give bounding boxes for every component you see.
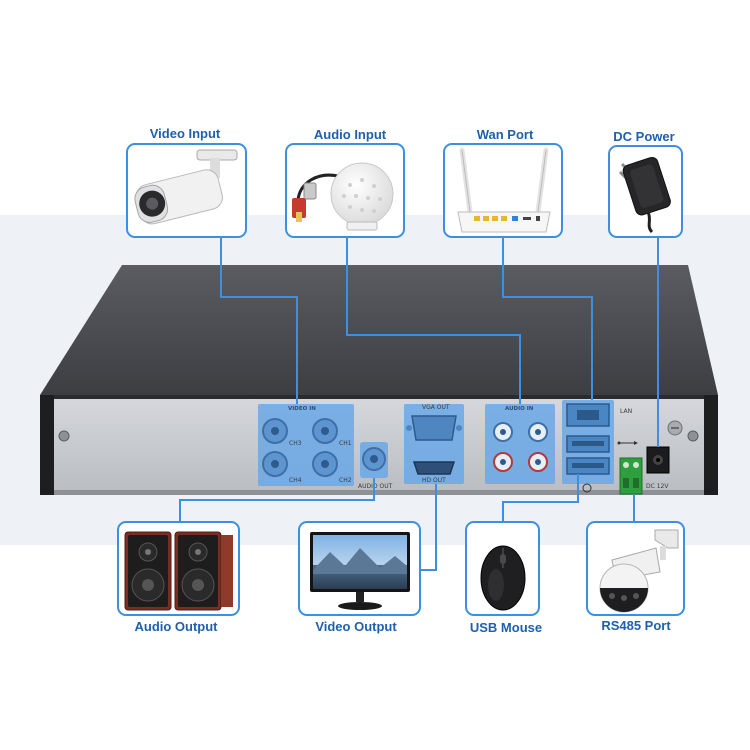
dc-power-panel: DC Power <box>608 129 683 238</box>
usb-mouse-label: USB Mouse <box>470 620 542 635</box>
dc12v-label: DC 12V <box>646 483 669 490</box>
vga-port[interactable] <box>406 415 462 441</box>
hdmi-port[interactable] <box>412 461 456 475</box>
bnc-ch3[interactable] <box>262 418 288 444</box>
audio-output-panel: Audio Output <box>117 521 240 634</box>
usb-mouse-panel: USB Mouse <box>465 521 542 635</box>
ptz-camera-icon <box>599 529 679 613</box>
screw-left-icon <box>58 430 70 442</box>
audio-input-panel: Audio Input <box>285 127 405 238</box>
video-output-label: Video Output <box>315 619 397 634</box>
camera-icon <box>134 149 238 225</box>
router-icon <box>457 147 551 233</box>
rca-port-1[interactable] <box>493 422 513 442</box>
audio-out-port[interactable]: AUDIO OUT <box>358 442 393 490</box>
speaker-icon <box>124 531 233 611</box>
ch1-label: CH1 <box>339 440 352 447</box>
audio-in-ports: AUDIO IN <box>485 404 555 484</box>
monitor-icon <box>310 532 410 610</box>
rca-port-3[interactable] <box>493 452 513 472</box>
bnc-ch4[interactable] <box>262 451 288 477</box>
ch3-label: CH3 <box>289 440 302 447</box>
rs485-port-panel: RS485 Port <box>586 521 685 633</box>
video-out-ports: VGA OUT HD OUT <box>404 404 464 484</box>
dvr-top-cover <box>40 265 718 395</box>
power-adapter-icon <box>618 156 671 234</box>
video-output-panel: Video Output <box>298 521 421 634</box>
dc-power-jack[interactable]: DC 12V <box>646 446 670 490</box>
rs485-port-label: RS485 Port <box>601 618 671 633</box>
usb-port-top[interactable] <box>566 435 610 453</box>
connection-wires <box>179 237 659 571</box>
audio-input-label: Audio Input <box>314 127 387 142</box>
video-input-label: Video Input <box>150 126 221 141</box>
video-input-panel: Video Input <box>126 126 247 238</box>
bnc-ch2[interactable] <box>312 451 338 477</box>
bnc-ch1[interactable] <box>312 418 338 444</box>
ch2-label: CH2 <box>339 477 352 484</box>
audio-in-label: AUDIO IN <box>505 406 534 412</box>
video-in-ports: VIDEO IN CH3 CH1 CH4 CH2 <box>258 404 354 486</box>
audio-output-label: Audio Output <box>134 619 218 634</box>
ch4-label: CH4 <box>289 477 302 484</box>
microphone-icon <box>292 162 394 231</box>
lan-port[interactable] <box>566 403 610 427</box>
screw-right-icon <box>687 430 699 442</box>
video-in-label: VIDEO IN <box>288 406 316 412</box>
ethernet-symbol-icon <box>582 483 592 493</box>
mouse-icon <box>480 545 526 611</box>
rca-port-2[interactable] <box>528 422 548 442</box>
rs485-terminal[interactable] <box>619 457 643 495</box>
lan-usb-ports: LAN <box>562 400 638 493</box>
dc-power-label: DC Power <box>613 129 674 144</box>
audio-out-label: AUDIO OUT <box>358 483 393 490</box>
wan-port-panel: Wan Port <box>443 127 563 238</box>
usb-icon <box>617 441 638 445</box>
lan-label: LAN <box>620 408 632 415</box>
usb-port-bottom[interactable] <box>566 457 610 475</box>
hd-out-label: HD OUT <box>422 477 446 484</box>
wan-port-label: Wan Port <box>477 127 534 142</box>
vga-out-label: VGA OUT <box>422 404 450 411</box>
rca-port-4[interactable] <box>528 452 548 472</box>
